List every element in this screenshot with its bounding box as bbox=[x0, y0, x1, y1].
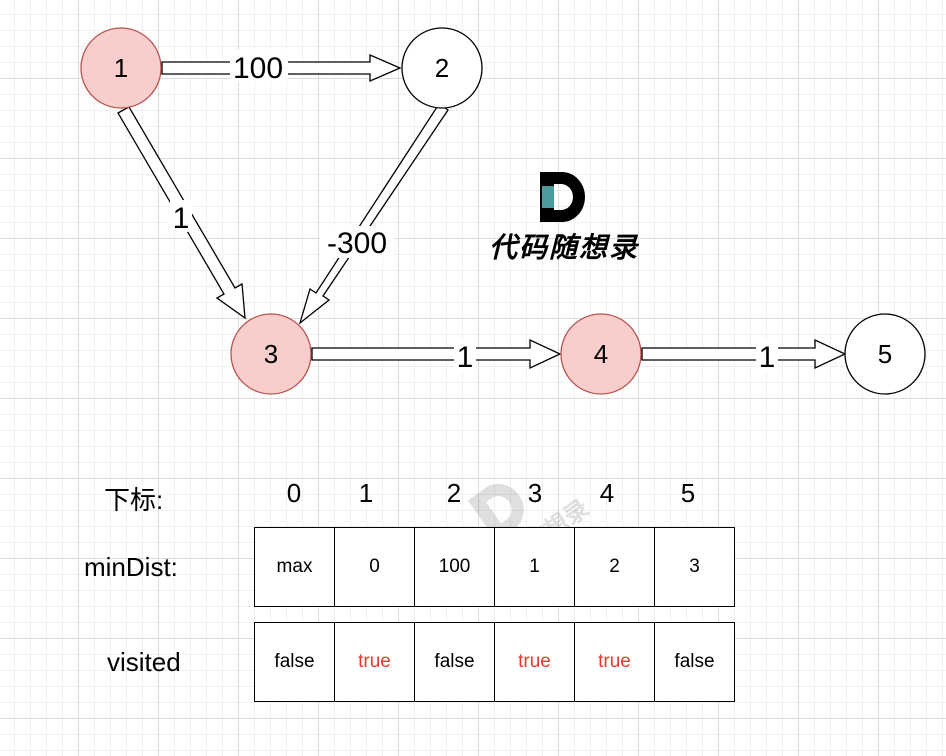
svg-text:2: 2 bbox=[435, 53, 449, 83]
edge-label-4-5: 1 bbox=[759, 341, 776, 374]
visited-cell-3: true bbox=[495, 623, 575, 701]
node-5: 5 bbox=[844, 313, 926, 395]
index-4: 4 bbox=[599, 478, 615, 508]
visited-cell-5: false bbox=[655, 623, 735, 701]
graph-diagram: 100 1 -300 1 1 1 2 3 4 5 bbox=[80, 27, 926, 395]
mindist-cell-5: 3 bbox=[655, 528, 735, 606]
node-2: 2 bbox=[401, 27, 483, 109]
visited-cell-1: true bbox=[335, 623, 415, 701]
index-5: 5 bbox=[680, 478, 696, 508]
visited-cell-2: false bbox=[415, 623, 495, 701]
mindist-cell-3: 1 bbox=[495, 528, 575, 606]
edge-label-2-3: -300 bbox=[327, 227, 387, 260]
visited-row-label: visited bbox=[107, 647, 181, 677]
edge-label-3-4: 1 bbox=[457, 341, 474, 374]
mindist-cell-4: 2 bbox=[575, 528, 655, 606]
index-0: 0 bbox=[286, 478, 302, 508]
mindist-cell-2: 100 bbox=[415, 528, 495, 606]
svg-text:3: 3 bbox=[264, 339, 278, 369]
node-4: 4 bbox=[560, 313, 642, 395]
mindist-cell-0: max bbox=[255, 528, 335, 606]
edge-label-1-3: 1 bbox=[173, 202, 190, 235]
visited-cell-0: false bbox=[255, 623, 335, 701]
mindist-cell-1: 0 bbox=[335, 528, 415, 606]
logo-text: 代码随想录 bbox=[488, 231, 639, 264]
index-2: 2 bbox=[446, 478, 462, 508]
svg-text:4: 4 bbox=[594, 339, 608, 369]
mindist-row: max 0 100 1 2 3 bbox=[254, 527, 735, 607]
logo: 代码随想录 bbox=[474, 170, 654, 270]
edge-label-1-2: 100 bbox=[233, 52, 283, 85]
index-row-label: 下标: bbox=[104, 485, 164, 515]
svg-text:1: 1 bbox=[114, 53, 128, 83]
svg-text:5: 5 bbox=[878, 339, 892, 369]
node-1: 1 bbox=[80, 27, 162, 109]
index-1: 1 bbox=[358, 478, 374, 508]
node-3: 3 bbox=[230, 313, 312, 395]
mindist-row-label: minDist: bbox=[84, 552, 178, 582]
edge-3-4 bbox=[311, 338, 562, 370]
edge-2-3 bbox=[298, 103, 449, 325]
edge-4-5 bbox=[641, 338, 847, 370]
index-3: 3 bbox=[527, 478, 543, 508]
visited-row: false true false true true false bbox=[254, 622, 735, 702]
logo-d-icon bbox=[540, 172, 585, 222]
visited-cell-4: true bbox=[575, 623, 655, 701]
